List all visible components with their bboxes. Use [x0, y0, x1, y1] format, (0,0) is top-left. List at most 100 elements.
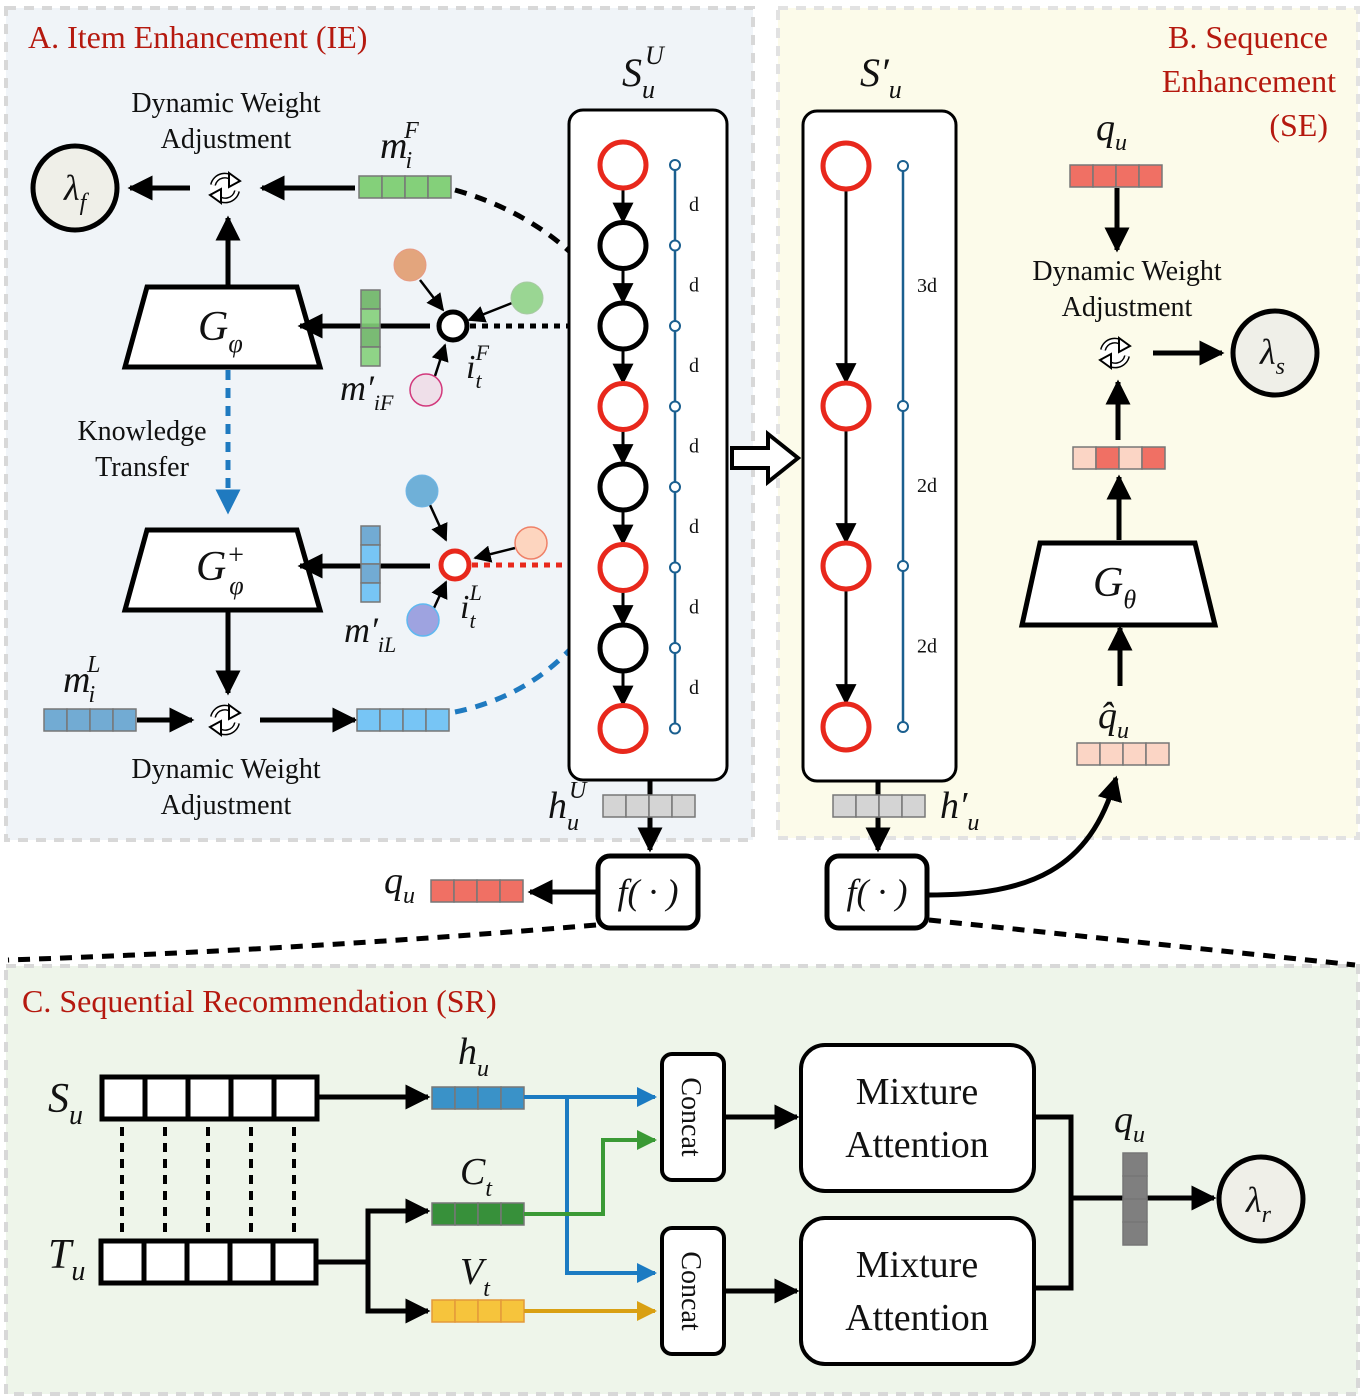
label-m-i-F: miF [380, 118, 419, 174]
sequence-node-red [820, 380, 872, 432]
vector-cell [625, 794, 650, 818]
interval-label: 2d [917, 636, 937, 658]
svg-text:f( · ): f( · ) [847, 872, 908, 912]
vector-cell [43, 708, 68, 732]
vector-cell [381, 175, 406, 199]
vector-cell [1145, 742, 1170, 766]
sequence-node-red [597, 542, 649, 593]
vector-cell [358, 175, 383, 199]
concat-bottom: Concat [660, 1226, 726, 1356]
vector-enhanced-q [1072, 446, 1166, 470]
timeline-tick [897, 721, 909, 733]
sequence-node-red [820, 540, 872, 592]
vector-cell [1122, 1221, 1148, 1246]
vector-cell [356, 708, 381, 732]
knowledge-transfer-label-1: Knowledge [77, 416, 206, 447]
vector-cell [360, 327, 381, 348]
sequence-node-red [597, 381, 649, 432]
vector-cell [1092, 164, 1117, 188]
sequence-cell [185, 1074, 234, 1122]
vector-cell [1076, 742, 1101, 766]
vector-m-prime-iL [360, 525, 381, 603]
vector-m-prime-iF [360, 289, 381, 367]
vector-cell [1072, 446, 1097, 470]
vector-cell [1141, 446, 1166, 470]
label-T-u: Tu [48, 1232, 85, 1287]
knowledge-transfer-label-2: Transfer [95, 452, 190, 483]
node-i-t-F [436, 309, 470, 343]
timeline-tick [897, 560, 909, 572]
vector-cell [360, 289, 381, 310]
concat-top: Concat [660, 1052, 726, 1182]
sequence-node-black [597, 622, 649, 674]
label-q-u-sr: qu [1114, 1099, 1145, 1148]
vector-enhanced-L [356, 708, 450, 732]
lambda-r-node: λr [1216, 1154, 1306, 1244]
vector-cell [1122, 1198, 1148, 1223]
neighbor-dot-orange [393, 248, 427, 282]
sequence-node-black [597, 461, 649, 513]
label-C-t: Ct [460, 1151, 493, 1202]
vector-cell [1122, 742, 1147, 766]
transform-arrow [730, 429, 802, 487]
vector-cell [379, 708, 404, 732]
vector-cell [1122, 1152, 1148, 1177]
vector-cell [1138, 164, 1163, 188]
svg-text:λr: λr [1245, 1180, 1272, 1228]
g-phi-generator: Gφ [121, 284, 324, 370]
panel-se-title-line2: Enhancement [1162, 63, 1336, 99]
vector-cell [477, 1202, 502, 1226]
lambda-f-node: λf [30, 143, 120, 233]
sequence-box-S-prime-u [801, 109, 958, 783]
sequence-node-red [820, 140, 872, 192]
timeline-tick [669, 722, 681, 735]
sequence-node-red [820, 701, 872, 753]
interval-label: 2d [917, 475, 937, 497]
vector-cell [878, 794, 903, 818]
vector-q-hat-u [1076, 742, 1170, 766]
label-m-i-L: miL [63, 652, 100, 708]
svg-text:Mixture: Mixture [856, 1244, 978, 1286]
neighbor-dot-blue [405, 474, 439, 508]
vector-cell [648, 794, 673, 818]
vector-cell [425, 708, 450, 732]
svg-text:Attention: Attention [845, 1297, 989, 1339]
timeline-tick [669, 642, 681, 654]
label-S-u-U: SuU [622, 41, 666, 104]
vector-cell [1095, 446, 1120, 470]
label-q-hat-u: q̂u [1098, 695, 1129, 744]
sequence-cell [184, 1238, 233, 1286]
lambda-s-node: λs [1230, 308, 1320, 398]
svg-text:Concat: Concat [675, 1251, 706, 1331]
vector-cell [602, 794, 627, 818]
interval-label: d [689, 436, 699, 458]
vector-cell [477, 1299, 502, 1323]
vector-q-u-sr [1122, 1152, 1148, 1246]
function-f-left: f( · ) [595, 853, 701, 931]
vector-cell [1115, 164, 1140, 188]
svg-text:λf: λf [63, 168, 90, 216]
dwa-bottom-label-1: Dynamic Weight [131, 754, 321, 785]
dwa-top-icon [210, 173, 240, 203]
sequence-cell [271, 1074, 320, 1122]
vector-cell [454, 1299, 479, 1323]
sequence-node-black [597, 220, 649, 271]
label-S-u: Su [48, 1076, 83, 1131]
label-h-u-U: huU [548, 778, 588, 836]
label-m-prime-iF: m′iF [340, 368, 394, 415]
vector-cell [1099, 742, 1124, 766]
vector-cell [499, 879, 524, 903]
panel-ie-title: A. Item Enhancement (IE) [28, 19, 367, 55]
vector-q-u-mid [430, 879, 524, 903]
dwa-bottom-icon [210, 705, 240, 735]
vector-cell [360, 308, 381, 329]
sequence-cell [99, 1074, 148, 1122]
sequence-node-red [597, 139, 649, 191]
dwa-se-label-2: Adjustment [1062, 292, 1193, 323]
g-theta-generator: Gθ [1018, 540, 1219, 628]
vector-cell [66, 708, 91, 732]
neighbor-dot-green [510, 281, 544, 315]
vector-cell [431, 1202, 456, 1226]
timeline-tick [669, 320, 681, 332]
label-q-u-mid: qu [384, 860, 415, 909]
